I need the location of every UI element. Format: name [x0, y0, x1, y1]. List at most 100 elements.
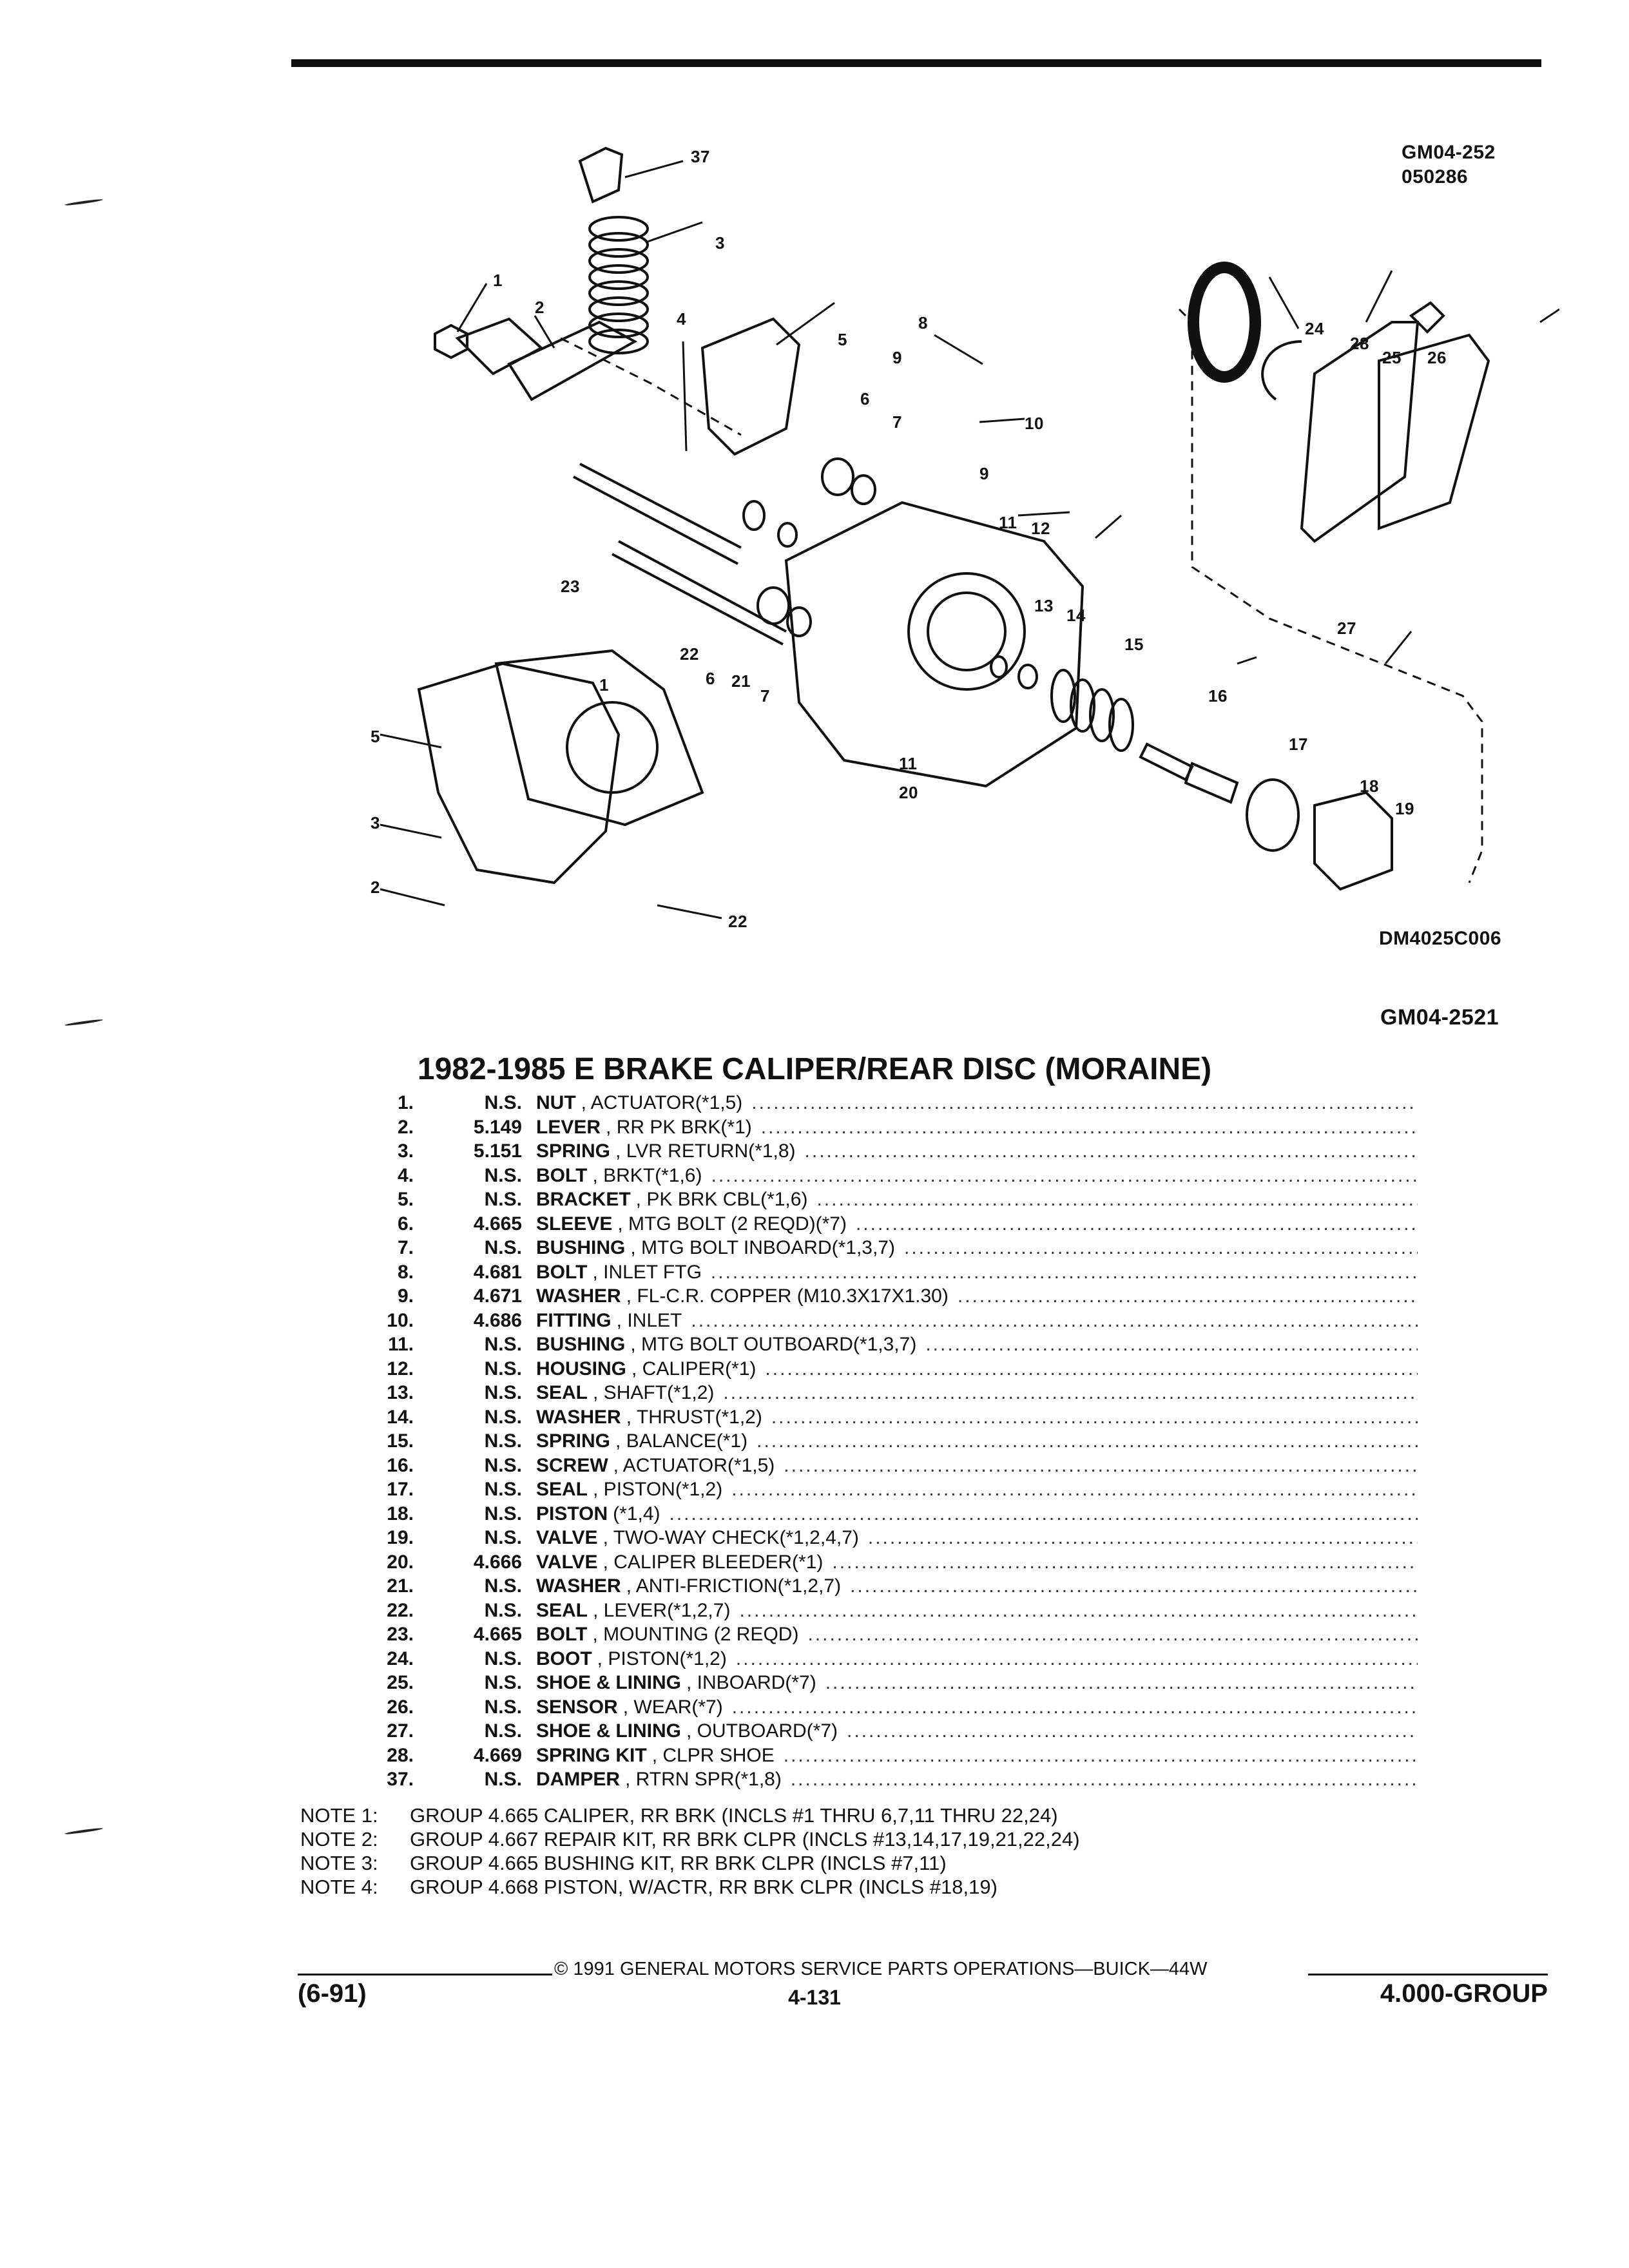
part-group: 4.681 — [473, 1261, 522, 1283]
part-row: 4.N.S.BOLT, BRKT(*1,6) — [361, 1165, 1418, 1189]
part-row: 19.N.S.VALVE, TWO-WAY CHECK(*1,2,4,7) — [361, 1527, 1418, 1552]
part-number: 8. — [397, 1261, 414, 1283]
leader-dots — [711, 1262, 1418, 1283]
part-description: , ANTI-FRICTION(*1,2,7) — [626, 1575, 842, 1597]
page-reference: GM04-2521 — [1380, 1005, 1499, 1030]
callout: 6 — [860, 389, 870, 408]
part-row: 12.N.S.HOUSING, CALIPER(*1) — [361, 1358, 1418, 1383]
part-group: 4.669 — [473, 1744, 522, 1766]
part-name: SCREW — [536, 1454, 608, 1476]
leader-dots — [958, 1285, 1418, 1307]
part-name: SENSOR — [536, 1696, 618, 1718]
leader-dots — [761, 1117, 1418, 1139]
part-group: N.S. — [484, 1503, 522, 1524]
part-name: VALVE — [536, 1551, 598, 1573]
part-row: 13.N.S.SEAL, SHAFT(*1,2) — [361, 1382, 1418, 1407]
lever-part — [455, 317, 544, 376]
callout: 1 — [599, 675, 609, 695]
leader-dots — [739, 1600, 1418, 1622]
part-row: 22.N.S.SEAL, LEVER(*1,2,7) — [361, 1600, 1418, 1624]
part-number: 12. — [387, 1358, 414, 1379]
note-label: NOTE 3: — [300, 1852, 378, 1874]
diagram-id: GM04-252 — [1402, 142, 1496, 163]
part-name: BOLT — [536, 1261, 588, 1283]
part-description: , PISTON(*1,2) — [593, 1479, 723, 1500]
part-number: 25. — [387, 1672, 414, 1693]
callout: 27 — [1337, 619, 1356, 638]
part-number: 14. — [387, 1406, 414, 1428]
part-group: 4.665 — [473, 1624, 522, 1645]
part-description: , RTRN SPR(*1,8) — [625, 1769, 782, 1790]
callout: 26 — [1427, 348, 1447, 367]
part-row: 7.N.S.BUSHING, MTG BOLT INBOARD(*1,3,7) — [361, 1237, 1418, 1262]
piston-part — [1313, 791, 1393, 891]
outboard-shoe — [1378, 333, 1490, 530]
part-group: N.S. — [484, 1575, 522, 1597]
part-name: BUSHING — [536, 1334, 626, 1355]
part-row: 5.N.S.BRACKET, PK BRK CBL(*1,6) — [361, 1189, 1418, 1213]
part-name: WASHER — [536, 1285, 621, 1307]
part-number: 18. — [387, 1503, 414, 1524]
leader-dots — [751, 1092, 1418, 1114]
callout: 24 — [1305, 319, 1324, 338]
leader-dots — [736, 1648, 1418, 1670]
part-group: N.S. — [484, 1769, 522, 1790]
callout: 16 — [1208, 686, 1228, 706]
part-group: N.S. — [484, 1092, 522, 1113]
part-description: , CALIPER BLEEDER(*1) — [602, 1551, 824, 1573]
part-name: VALVE — [536, 1527, 598, 1548]
leader-dots — [805, 1140, 1418, 1162]
part-group: N.S. — [484, 1672, 522, 1693]
part-description: , INLET — [616, 1309, 682, 1331]
part-row: 25.N.S.SHOE & LINING, INBOARD(*7) — [361, 1672, 1418, 1696]
callout: 21 — [731, 671, 751, 691]
part-number: 24. — [387, 1648, 414, 1669]
leader-dots — [732, 1696, 1418, 1718]
callout: 11 — [999, 513, 1017, 532]
part-number: 10. — [387, 1309, 414, 1331]
part-name: BOLT — [536, 1164, 588, 1186]
part-name: BOOT — [536, 1648, 592, 1669]
callout: 3 — [371, 813, 380, 832]
callout: 12 — [1031, 519, 1050, 538]
part-description: , MTG BOLT OUTBOARD(*1,3,7) — [630, 1334, 917, 1355]
part-group: N.S. — [484, 1430, 522, 1452]
part-number: 9. — [397, 1285, 414, 1307]
part-group: N.S. — [484, 1454, 522, 1476]
leader-dots — [904, 1237, 1418, 1259]
part-description: , FL-C.R. COPPER (M10.3X17X1.30) — [626, 1285, 949, 1307]
part-row: 14.N.S.WASHER, THRUST(*1,2) — [361, 1407, 1418, 1431]
callout: 7 — [892, 412, 902, 432]
header-rule — [291, 59, 1541, 67]
part-description: , CALIPER(*1) — [631, 1358, 757, 1379]
note-label: NOTE 4: — [300, 1876, 378, 1898]
leader-dots — [691, 1310, 1418, 1332]
part-number: 6. — [397, 1213, 414, 1235]
drawing-number: DM4025C006 — [1379, 928, 1502, 949]
part-row: 26.N.S.SENSOR, WEAR(*7) — [361, 1696, 1418, 1721]
part-row: 37.N.S.DAMPER, RTRN SPR(*1,8) — [361, 1769, 1418, 1793]
part-number: 20. — [387, 1551, 414, 1573]
copyright-line: © 1991 GENERAL MOTORS SERVICE PARTS OPER… — [554, 1959, 1208, 1979]
part-group: 4.665 — [473, 1213, 522, 1235]
leader-dots — [784, 1455, 1418, 1477]
leader-dots — [711, 1165, 1418, 1187]
callout: 9 — [892, 348, 902, 367]
part-group: N.S. — [484, 1237, 522, 1258]
part-description: , CLPR SHOE — [651, 1744, 775, 1766]
leader-dots — [925, 1334, 1418, 1356]
part-name: LEVER — [536, 1116, 601, 1138]
part-name: FITTING — [536, 1309, 612, 1331]
leader-dots — [784, 1745, 1418, 1767]
part-name: SPRING — [536, 1430, 611, 1452]
part-description: , TWO-WAY CHECK(*1,2,4,7) — [602, 1527, 859, 1548]
part-group: N.S. — [484, 1382, 522, 1403]
leader-dots — [731, 1479, 1418, 1501]
part-row: 16.N.S.SCREW, ACTUATOR(*1,5) — [361, 1455, 1418, 1479]
callout: 11 — [899, 754, 918, 773]
